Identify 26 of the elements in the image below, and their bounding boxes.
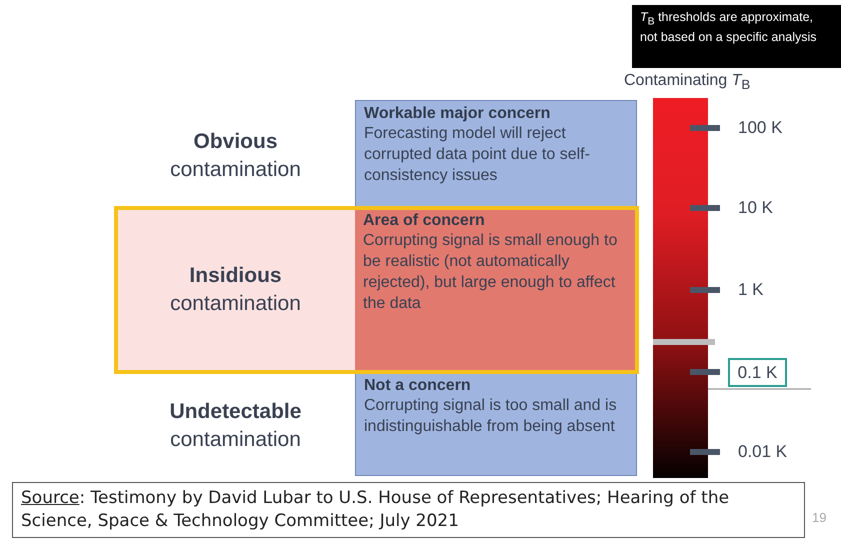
- category-label: Obvious contamination: [169, 129, 302, 183]
- box-heading: Workable major concern: [364, 105, 552, 123]
- tick-label: 100 K: [738, 118, 784, 138]
- info-box: [355, 208, 637, 372]
- box-heading: Area of concern: [363, 212, 486, 230]
- category-box: [116, 208, 355, 372]
- highlighted-tick-box: [728, 358, 787, 387]
- scale-title: Contaminating T$_{B}$: [624, 72, 752, 92]
- source-box: [12, 482, 805, 538]
- source-text: Source: Testimony by David Lubar to U.S. House of Representatives; Hearing of the Science, Space & Technology Committee; July 2021: [21, 487, 730, 533]
- info-box: [355, 372, 637, 476]
- box-heading: Not a concern: [364, 377, 472, 395]
- category-label: Undetectable contamination: [168, 399, 302, 453]
- tick-label: 10 K: [738, 198, 774, 218]
- note-box: [632, 5, 841, 68]
- box-description: Corrupting signal is too small and is indistinguishable from being absent: [364, 396, 618, 437]
- tick-label: 1 K: [738, 280, 765, 300]
- info-box: [355, 100, 637, 208]
- box-description: Forecasting model will reject corrupted data point due to self-consistency issues: [364, 124, 591, 186]
- tick-label: 0.1 K: [738, 362, 778, 382]
- category-label: contamination: [170, 291, 301, 317]
- tick-label: 0.01 K: [738, 442, 788, 462]
- note-text: T$_{B}$ thresholds are approximate, not based on a specific analysis: [640, 10, 818, 44]
- box-description: Corrupting signal is small enough to be realistic (not automatically rejected), but large enough to affect the data: [363, 231, 618, 314]
- page-number: 19: [812, 510, 828, 525]
- category-label: Insidious: [189, 263, 282, 289]
